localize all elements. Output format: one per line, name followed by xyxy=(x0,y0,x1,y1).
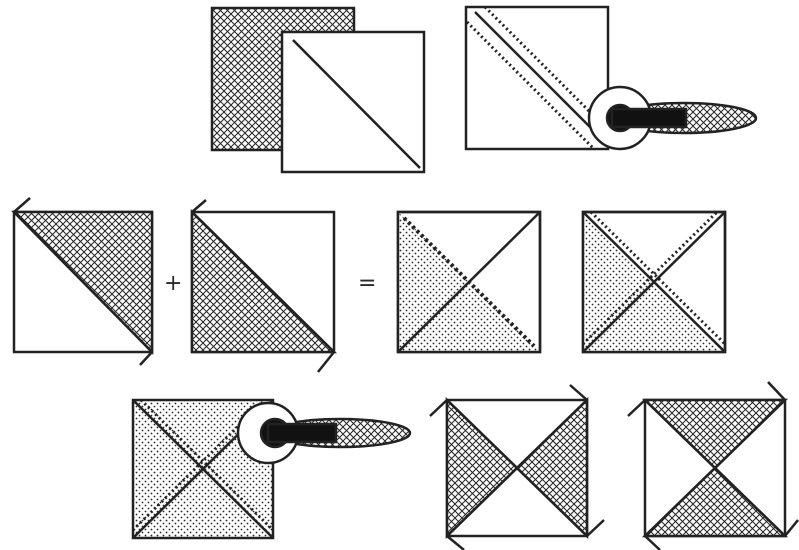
corner-notch-bottom-right xyxy=(140,352,152,365)
stippled-square-1 xyxy=(398,212,540,352)
corner-notch-5 xyxy=(587,520,604,536)
equals-sign: = xyxy=(358,271,376,296)
rotary-cutter-icon xyxy=(238,403,410,463)
layered-fabric-squares xyxy=(212,8,424,172)
corner-notch-6 xyxy=(447,536,464,550)
stippled-square-2 xyxy=(583,212,725,352)
corner-notch-8 xyxy=(768,382,785,400)
corner-notch-9 xyxy=(785,520,798,536)
corner-notch-3 xyxy=(430,400,447,416)
corner-notch-10 xyxy=(645,536,660,550)
corner-notch-b-top xyxy=(192,200,206,212)
plus-sign: + xyxy=(164,271,182,296)
cutting-square xyxy=(466,7,756,149)
stitched-square xyxy=(466,7,608,149)
rotary-cutter-icon xyxy=(589,87,756,149)
cutting-stippled-square xyxy=(133,400,410,538)
corner-notch-4 xyxy=(570,385,587,400)
hourglass-block-2 xyxy=(628,382,798,550)
hourglass-block-1 xyxy=(430,385,604,550)
half-square-triangle-b xyxy=(192,200,334,372)
corner-notch-b-bottom xyxy=(318,352,334,372)
corner-notch-7 xyxy=(628,400,645,416)
corner-notch-top-left xyxy=(14,198,30,212)
half-square-triangle-a xyxy=(14,198,152,365)
